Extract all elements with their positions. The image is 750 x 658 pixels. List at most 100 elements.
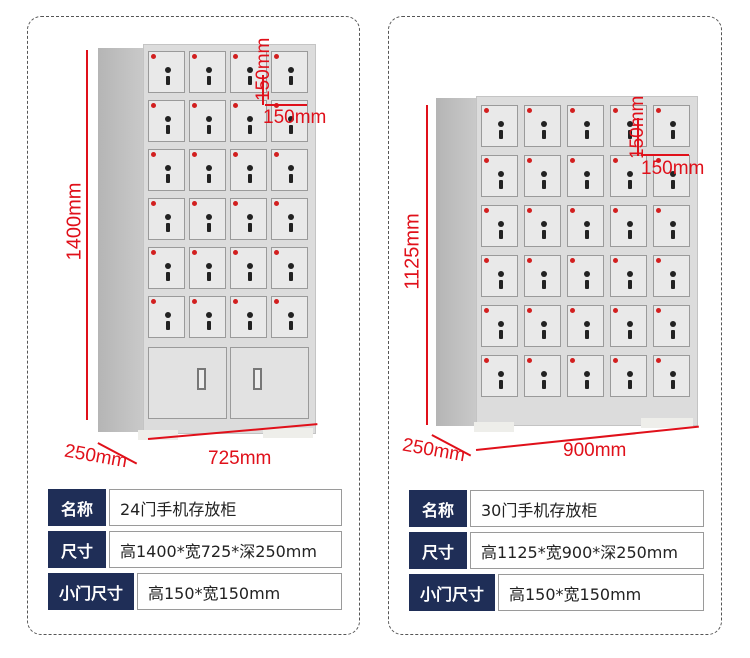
key-icon — [584, 330, 589, 339]
spec-row-size: 尺寸 高1125*宽900*深250mm — [409, 532, 704, 569]
key-icon — [165, 76, 170, 85]
locker-door — [481, 255, 518, 297]
storage-door — [230, 347, 309, 419]
locker-door — [610, 305, 647, 347]
spec-value: 24门手机存放柜 — [109, 489, 342, 526]
locker-door — [653, 305, 690, 347]
locker-door — [567, 205, 604, 247]
door-number-icon — [656, 158, 661, 163]
door-number-icon — [613, 158, 618, 163]
lock-icon — [287, 67, 294, 74]
door-number-icon — [570, 358, 575, 363]
door-number-icon — [613, 308, 618, 313]
door-number-icon — [570, 258, 575, 263]
door-number-icon — [570, 158, 575, 163]
locker-door — [271, 198, 308, 240]
door-handle-icon — [253, 368, 262, 390]
door-number-icon — [192, 54, 197, 59]
key-icon — [541, 380, 546, 389]
key-icon — [206, 321, 211, 330]
door-number-icon — [527, 308, 532, 313]
width-dimension-label: 725mm — [208, 448, 272, 469]
locker-door — [271, 149, 308, 191]
lock-icon — [669, 221, 676, 228]
key-icon — [165, 321, 170, 330]
lock-icon — [669, 271, 676, 278]
locker-door — [148, 100, 185, 142]
door-number-icon — [233, 250, 238, 255]
lock-icon — [497, 271, 504, 278]
locker-door — [567, 355, 604, 397]
locker-door — [653, 355, 690, 397]
lock-icon — [205, 116, 212, 123]
spec-value: 高1125*宽900*深250mm — [470, 532, 704, 569]
cabinet-30-door-illustration — [436, 96, 698, 436]
key-icon — [627, 380, 632, 389]
door-number-icon — [527, 358, 532, 363]
product-card-24-door — [27, 16, 360, 635]
key-icon — [247, 76, 252, 85]
spec-label: 名称 — [48, 489, 106, 526]
locker-door — [653, 105, 690, 147]
spec-row-door-size: 小门尺寸 高150*宽150mm — [409, 574, 704, 611]
locker-door — [524, 305, 561, 347]
lock-icon — [246, 67, 253, 74]
spec-row-name: 名称 24门手机存放柜 — [48, 489, 342, 526]
door-number-icon — [527, 158, 532, 163]
key-icon — [165, 174, 170, 183]
door-number-icon — [656, 108, 661, 113]
locker-door — [481, 355, 518, 397]
lock-icon — [626, 221, 633, 228]
door-number-icon — [570, 308, 575, 313]
key-icon — [288, 223, 293, 232]
door-number-icon — [233, 54, 238, 59]
lock-icon — [497, 321, 504, 328]
locker-door — [148, 247, 185, 289]
lock-icon — [540, 271, 547, 278]
locker-door — [481, 205, 518, 247]
spec-label: 小门尺寸 — [409, 574, 495, 611]
door-number-icon — [151, 250, 156, 255]
locker-door — [230, 149, 267, 191]
door-number-icon — [484, 158, 489, 163]
door-number-icon — [233, 299, 238, 304]
door-number-icon — [484, 208, 489, 213]
locker-door — [481, 105, 518, 147]
lock-icon — [583, 221, 590, 228]
locker-door — [610, 205, 647, 247]
key-icon — [498, 380, 503, 389]
locker-door — [524, 355, 561, 397]
locker-door — [524, 255, 561, 297]
key-icon — [584, 130, 589, 139]
locker-door — [610, 255, 647, 297]
locker-door — [148, 149, 185, 191]
lock-icon — [205, 165, 212, 172]
lock-icon — [205, 67, 212, 74]
door-number-icon — [656, 358, 661, 363]
locker-door — [567, 255, 604, 297]
door-number-icon — [192, 299, 197, 304]
door-number-icon — [274, 201, 279, 206]
locker-door — [610, 105, 647, 147]
door-number-icon — [527, 108, 532, 113]
key-icon — [584, 280, 589, 289]
door-number-icon — [656, 308, 661, 313]
locker-door — [481, 155, 518, 197]
locker-door — [653, 205, 690, 247]
door-number-icon — [233, 201, 238, 206]
lock-icon — [205, 312, 212, 319]
locker-door — [230, 247, 267, 289]
locker-door — [567, 105, 604, 147]
lock-icon — [497, 171, 504, 178]
spec-value: 30门手机存放柜 — [470, 490, 704, 527]
key-icon — [206, 174, 211, 183]
door-number-icon — [274, 250, 279, 255]
locker-door — [189, 247, 226, 289]
key-icon — [165, 272, 170, 281]
lock-icon — [626, 321, 633, 328]
door-number-icon — [192, 103, 197, 108]
door-number-icon — [274, 54, 279, 59]
height-dimension-line — [426, 105, 428, 425]
locker-door — [653, 155, 690, 197]
door-number-icon — [192, 201, 197, 206]
